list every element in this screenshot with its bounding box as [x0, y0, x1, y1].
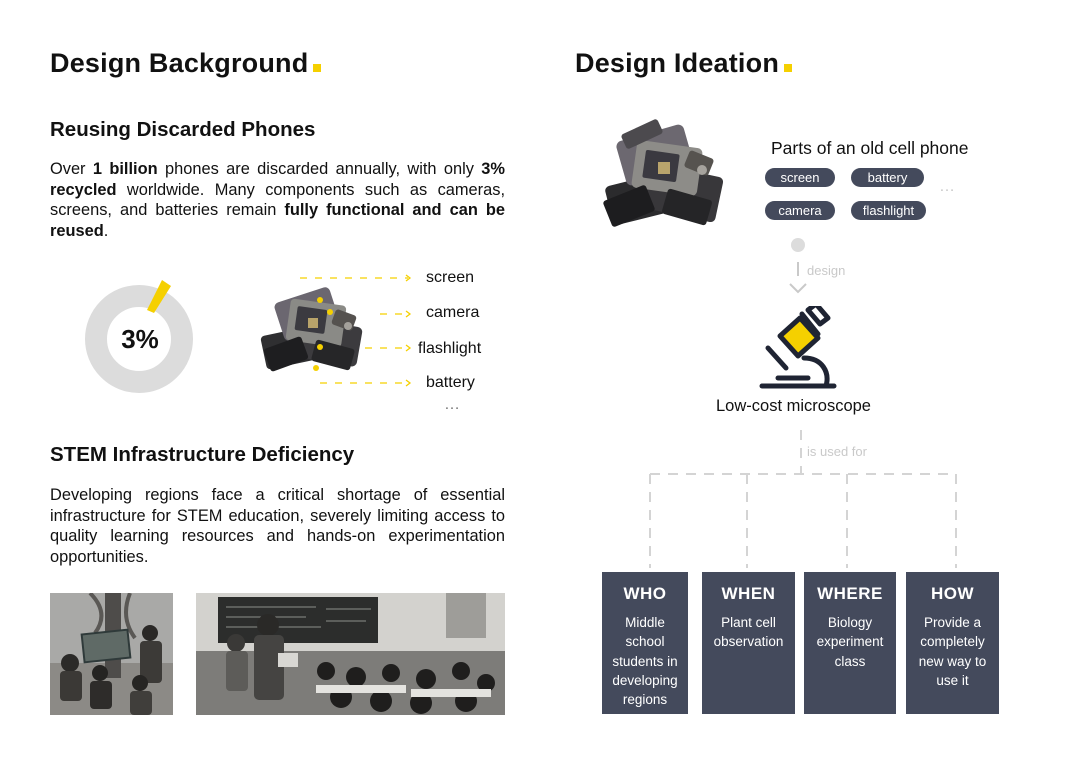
- part-label-camera: camera: [426, 304, 480, 321]
- card-where: WHERE Biology experiment class: [804, 572, 896, 714]
- pill-flashlight: flashlight: [851, 201, 926, 220]
- donut-track: [85, 285, 193, 393]
- microscope-icon: [759, 306, 837, 389]
- phone-parts-image: [260, 287, 363, 372]
- use-tree-lines: [649, 430, 957, 568]
- part-label-screen: screen: [426, 269, 475, 286]
- card-when-text: Plant cell observation: [713, 615, 784, 650]
- title-accent-square: [784, 64, 793, 72]
- parts-title: Parts of an old cell phone: [771, 138, 969, 158]
- part-label-flashlight: flashlight: [418, 340, 482, 357]
- card-how: HOW Provide a completely new way to use …: [906, 572, 999, 714]
- design-connector: [789, 238, 807, 294]
- design-ideation-title: Design Ideation: [575, 48, 793, 79]
- stem-paragraph: Developing regions face a critical short…: [50, 486, 505, 566]
- card-where-title: WHERE: [817, 584, 883, 603]
- card-who-text: Middle school students in developing reg…: [612, 615, 678, 708]
- classroom-photo: [196, 593, 505, 715]
- card-who-title: WHO: [623, 584, 667, 603]
- microscope-label: Low-cost microscope: [716, 397, 871, 415]
- design-label: design: [807, 263, 846, 278]
- pill-battery: battery: [851, 168, 924, 187]
- donut-label: 3%: [121, 324, 159, 354]
- title-accent-square: [313, 64, 322, 72]
- part-label-battery: battery: [426, 374, 475, 391]
- reusing-phones-paragraph: Over 1 billion phones are discarded annu…: [50, 160, 505, 240]
- section-heading-reusing-phones: Reusing Discarded Phones: [50, 118, 316, 141]
- card-who: WHO Middle school students in developing…: [602, 572, 688, 714]
- pill-camera: camera: [765, 201, 835, 220]
- donut-highlight-slice: [147, 280, 171, 313]
- pills-more: …: [939, 178, 956, 195]
- design-background-title: Design Background: [50, 48, 322, 79]
- part-pointer-lines: [300, 274, 412, 387]
- recycle-donut-chart: [85, 280, 193, 393]
- section-heading-stem: STEM Infrastructure Deficiency: [50, 443, 355, 466]
- pill-screen: screen: [765, 168, 835, 187]
- card-how-text: Provide a completely new way to use it: [918, 615, 987, 688]
- used-for-label: is used for: [807, 444, 867, 459]
- outdoor-class-photo: [50, 593, 173, 715]
- old-phone-parts-image: [603, 119, 724, 227]
- part-label-more: …: [444, 396, 460, 413]
- card-when-title: WHEN: [721, 584, 776, 603]
- card-how-title: HOW: [930, 584, 975, 603]
- card-where-text: Biology experiment class: [816, 615, 884, 669]
- card-when: WHEN Plant cell observation: [702, 572, 795, 714]
